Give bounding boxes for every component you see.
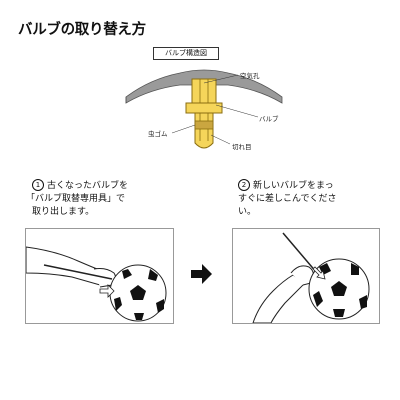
label-valve: バルブ bbox=[259, 115, 279, 123]
page-title: バルブの取り替え方 bbox=[18, 22, 146, 38]
hand-inserting-valve-illustration bbox=[252, 232, 370, 324]
label-cut-line: 切れ目 bbox=[232, 143, 252, 151]
step-2-illustration bbox=[232, 228, 380, 324]
valve-cross-section-illustration bbox=[125, 69, 283, 149]
right-arrow-icon bbox=[191, 263, 213, 285]
step-1-number: 1 bbox=[32, 179, 44, 191]
label-air-hole: 空気孔 bbox=[240, 72, 260, 80]
diagram-title: バルブ構造図 bbox=[153, 47, 219, 60]
valve-structure-diagram bbox=[120, 45, 288, 162]
label-rubber: 虫ゴム bbox=[148, 130, 168, 138]
step-2-number: 2 bbox=[238, 179, 250, 191]
step-1-illustration bbox=[25, 228, 174, 324]
hand-removing-valve-illustration bbox=[25, 246, 167, 322]
